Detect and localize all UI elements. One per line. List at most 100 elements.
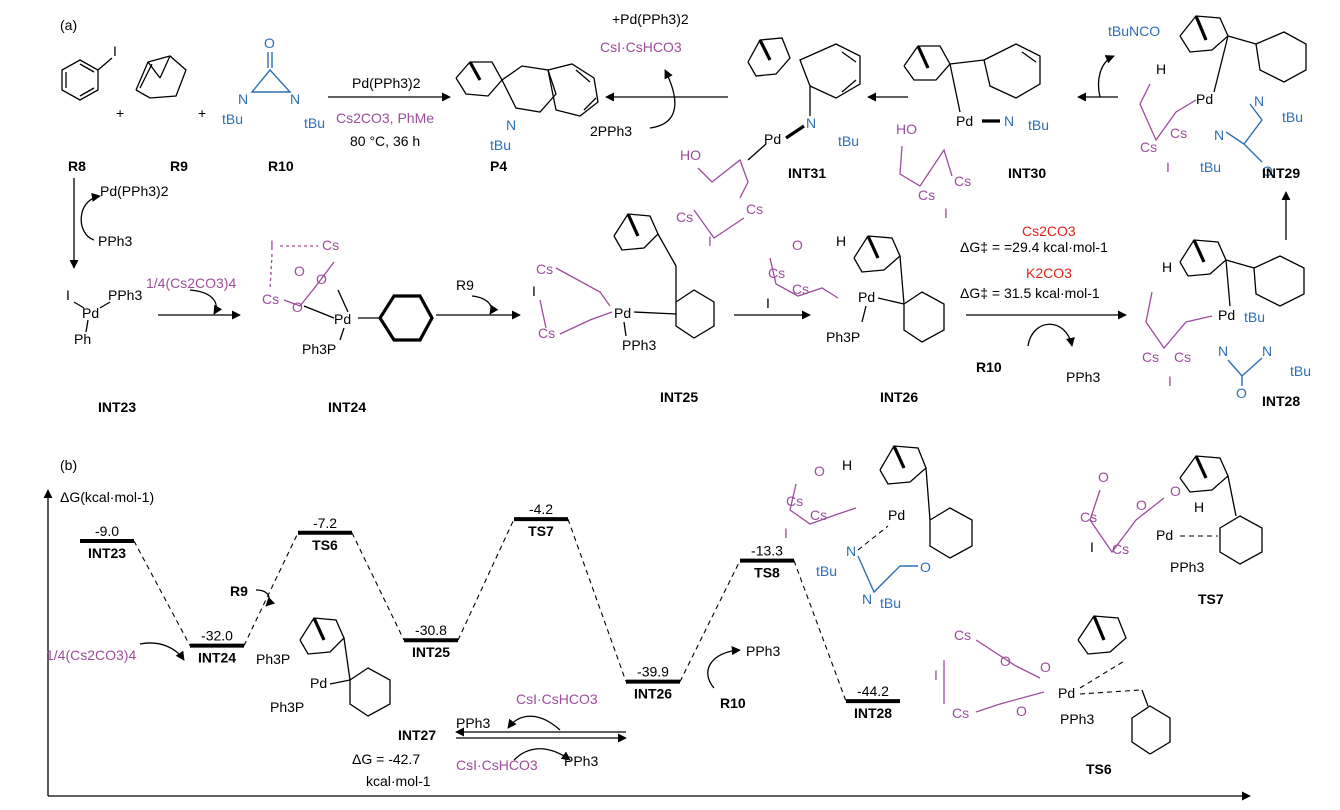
iodobenzene-structure: I xyxy=(61,43,117,101)
int29-n1: N xyxy=(1254,93,1264,109)
conditions-label: 80 °C, 36 h xyxy=(350,133,420,149)
int23-ph: Ph xyxy=(74,331,91,347)
r10-n1: N xyxy=(238,91,248,107)
int30-ho: HO xyxy=(896,121,917,137)
p4-structure: N tBu xyxy=(455,61,599,153)
arrow-release-tbunco xyxy=(1097,55,1115,98)
int28-n2: N xyxy=(1262,343,1272,359)
r9-in-label: R9 xyxy=(456,277,474,293)
int28-o: O xyxy=(1236,385,1247,401)
pd-in-label: Pd(PPh3)2 xyxy=(100,183,169,199)
base-label: Cs2CO3, PhMe xyxy=(336,110,434,126)
int28-i: I xyxy=(1168,373,1172,389)
ts7-label: TS7 xyxy=(1198,591,1224,607)
panel-a-label: (a) xyxy=(60,17,77,33)
y-axis-label: ΔG(kcal·mol-1) xyxy=(60,489,154,505)
int30-cs2: Cs xyxy=(954,173,971,189)
catalyst-label: Pd(PPh3)2 xyxy=(352,75,421,91)
arrow-cs-tetramer xyxy=(139,642,185,661)
int25-label: INT25 xyxy=(660,389,698,405)
release-csi-label: CsI·CsHCO3 xyxy=(600,39,682,55)
int28-cs1: Cs xyxy=(1142,349,1159,365)
label-r9: R9 xyxy=(170,158,188,174)
int24-ph3p: Ph3P xyxy=(302,341,336,357)
k-dg-label: ΔG‡ = 31.5 kcal·mol-1 xyxy=(960,285,1100,301)
int31-label: INT31 xyxy=(788,165,826,181)
int27-dg: ΔG = -42.7 xyxy=(352,751,420,767)
r10-tbu1: tBu xyxy=(222,111,243,127)
cs-dg-label: ΔG‡ = =29.4 kcal·mol-1 xyxy=(960,239,1108,255)
int26-cs1: Cs xyxy=(768,265,785,281)
ts8-cs1: Cs xyxy=(786,493,803,509)
plus-sign-2: + xyxy=(198,105,206,121)
int30-cs1: Cs xyxy=(918,187,935,203)
int31-i: I xyxy=(708,233,712,249)
int23-i: I xyxy=(66,287,70,303)
energy-label-int25: INT25 xyxy=(412,644,450,660)
ts7-cs1: Cs xyxy=(1080,509,1097,525)
int29-tbu1: tBu xyxy=(1282,109,1303,125)
ts7-cs2: Cs xyxy=(1112,541,1129,557)
energy-value-int28: -44.2 xyxy=(857,683,889,699)
int31-n: N xyxy=(806,115,816,131)
int27-label: INT27 xyxy=(398,727,436,743)
r10-in-label: R10 xyxy=(976,359,1002,375)
int24-i: I xyxy=(270,237,274,253)
int24-pd: Pd xyxy=(334,311,351,327)
int26-h: H xyxy=(836,233,846,249)
int28-label: INT28 xyxy=(1262,393,1300,409)
diaziridinone-structure: O N N tBu tBu xyxy=(222,35,325,131)
pph3-out2-label: PPh3 xyxy=(1066,369,1100,385)
energy-value-int24: -32.0 xyxy=(201,628,233,644)
int30-i: I xyxy=(944,205,948,221)
int29-h: H xyxy=(1156,61,1166,77)
int23-pph3: PPh3 xyxy=(108,287,142,303)
arrow-r10 xyxy=(707,646,741,689)
iodine-label: I xyxy=(113,43,117,59)
ts6-o1: O xyxy=(1000,653,1011,669)
energy-label-int24: INT24 xyxy=(198,650,236,666)
label-r10: R10 xyxy=(268,158,294,174)
int29-cs1: Cs xyxy=(1140,139,1157,155)
int25-pph3: PPh3 xyxy=(622,337,656,353)
int26-ph3p: Ph3P xyxy=(826,329,860,345)
ts6-label: TS6 xyxy=(1086,761,1112,777)
int31-tbu: tBu xyxy=(838,133,859,149)
panel-b: (b) ΔG(kcal·mol-1) -9.0INT23-32.0INT24-7… xyxy=(43,445,1263,801)
ts8-structure: O H Cs Cs I Pd tBu N N tBu O xyxy=(784,445,973,611)
int27-ph3p-2: Ph3P xyxy=(270,699,304,715)
arrow-cs-tetramer-in xyxy=(189,289,223,315)
ts8-tbu2: tBu xyxy=(880,595,901,611)
energy-levels: -9.0INT23-32.0INT24-7.2TS6-30.8INT25-4.2… xyxy=(80,501,900,721)
ts7-structure: O O O Cs Cs I H Pd PPh3 TS7 xyxy=(1080,455,1263,607)
int29-i: I xyxy=(1166,159,1170,175)
release-pd-label: +Pd(PPh3)2 xyxy=(612,11,689,27)
energy-connector-6 xyxy=(679,560,741,682)
int27-unit: kcal·mol-1 xyxy=(366,773,431,789)
int25-cs1: Cs xyxy=(536,261,553,277)
int25-pd: Pd xyxy=(614,305,631,321)
ts6-cs1: Cs xyxy=(954,627,971,643)
arrow-pph3-left xyxy=(507,715,561,731)
energy-label-ts8: TS8 xyxy=(754,565,780,581)
int27-ph3p-1: Ph3P xyxy=(256,651,290,667)
arrow-pph3-bottom xyxy=(513,748,571,761)
ts7-pph3: PPh3 xyxy=(1170,559,1204,575)
ts6-o2: O xyxy=(1040,659,1051,675)
plus-sign: + xyxy=(116,105,124,121)
energy-label-int23: INT23 xyxy=(88,545,126,561)
r10-oxygen: O xyxy=(264,35,275,51)
arrow-r10-pph3 xyxy=(1027,323,1075,347)
r9-b-label: R9 xyxy=(230,583,248,599)
int29-pd: Pd xyxy=(1196,91,1213,107)
ts8-n2: N xyxy=(862,591,872,607)
int27-pd: Pd xyxy=(310,675,327,691)
energy-connector-4 xyxy=(457,518,515,641)
panel-b-label: (b) xyxy=(60,457,77,473)
int31-cs2: Cs xyxy=(746,201,763,217)
int28-n1: N xyxy=(1218,343,1228,359)
int29-structure: H Pd N tBu N tBu O Cs Cs I INT29 xyxy=(1139,15,1307,181)
int24-cs1: Cs xyxy=(322,237,339,253)
int30-tbu: tBu xyxy=(1028,117,1049,133)
